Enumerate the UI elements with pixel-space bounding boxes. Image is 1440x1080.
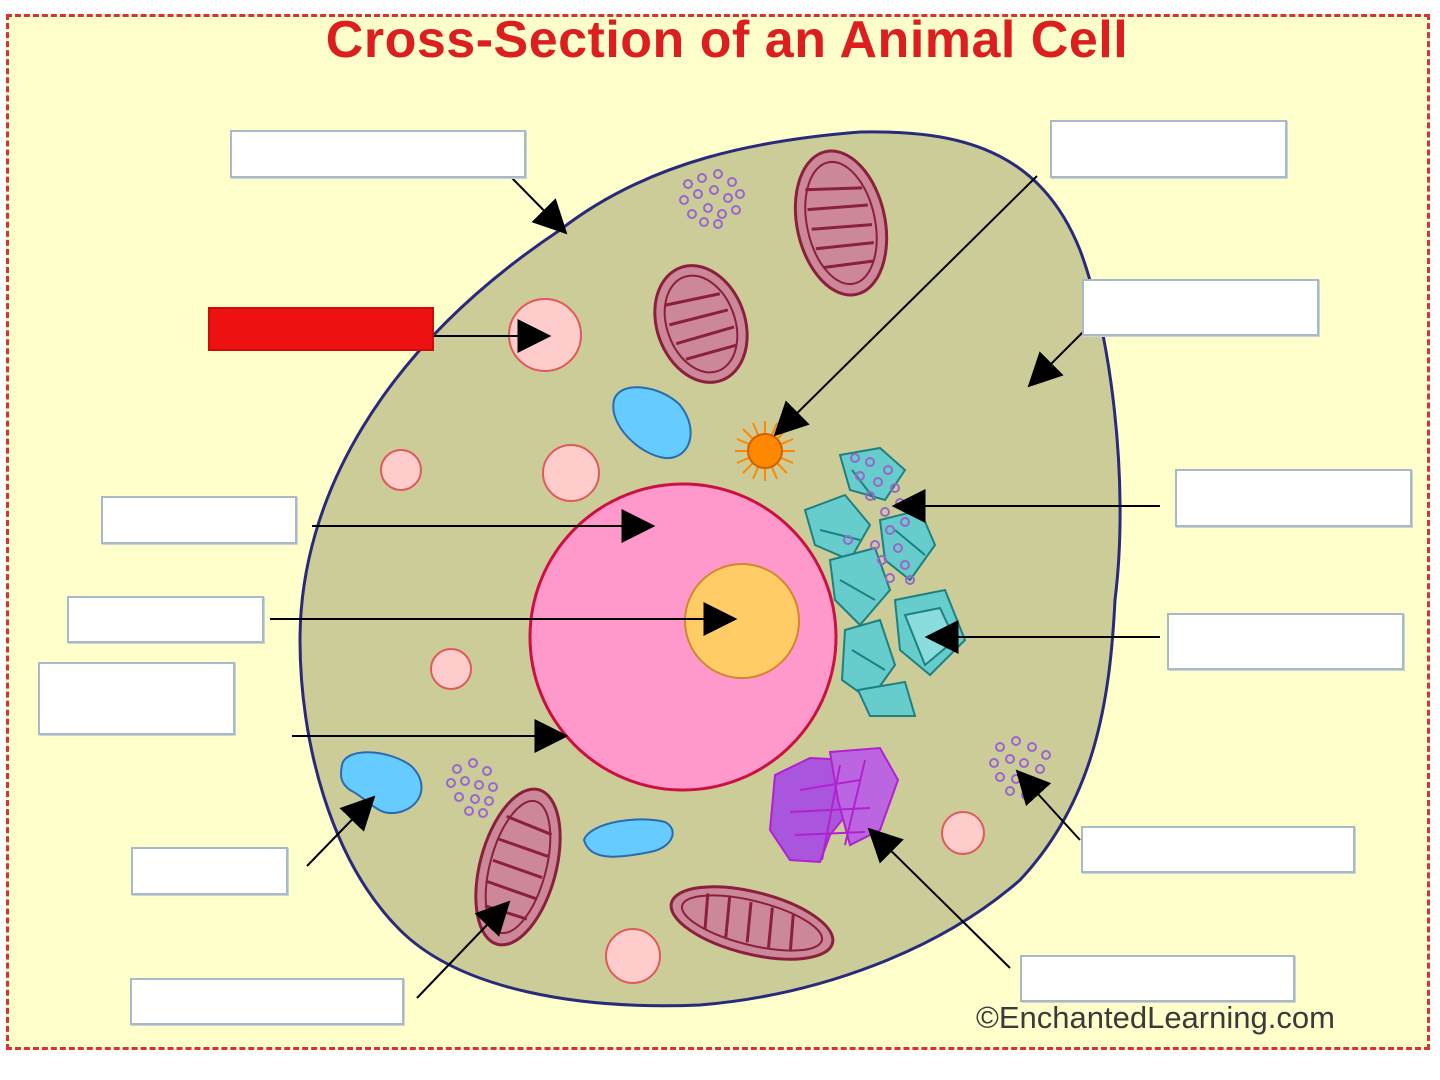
nucleolus	[684, 563, 800, 679]
mitochondrion	[669, 885, 835, 961]
copyright-notice: ©EnchantedLearning.com	[976, 1000, 1335, 1035]
ribosome-clusters	[446, 169, 1051, 818]
lysosome	[430, 648, 472, 690]
lysosome	[542, 444, 600, 502]
vacuole	[582, 818, 674, 858]
pointer-arrow	[1015, 769, 1081, 841]
label-box-bottom-left-lowest[interactable]	[130, 978, 404, 1025]
pointer-arrow	[509, 175, 568, 235]
label-box-left-middle[interactable]	[67, 596, 264, 643]
pointer-arrow	[773, 175, 1038, 437]
label-box-right-upper[interactable]	[1082, 279, 1319, 336]
mitochondrion	[653, 264, 749, 384]
golgi-apparatus	[768, 746, 900, 864]
nucleus	[528, 482, 838, 792]
pointer-arrow	[416, 900, 511, 999]
lysosome	[941, 811, 985, 855]
vacuoles	[340, 386, 692, 858]
label-box-right-lower[interactable]	[1167, 613, 1404, 670]
mitochondria	[474, 149, 889, 961]
ribosome-cluster	[446, 758, 498, 818]
pointer-arrow	[306, 795, 376, 867]
label-box-right-middle[interactable]	[1175, 469, 1412, 527]
pointer-arrow	[867, 827, 1011, 969]
vacuole	[340, 751, 423, 815]
label-box-bottom-right[interactable]	[1020, 955, 1295, 1002]
label-box-left-upper[interactable]	[101, 496, 297, 544]
label-box-bottom-left[interactable]	[131, 847, 288, 895]
pointer-arrow	[1027, 324, 1091, 388]
lysosome	[380, 449, 422, 491]
vacuole	[612, 386, 692, 460]
centrosome	[735, 421, 795, 481]
label-box-top-right[interactable]	[1050, 120, 1287, 178]
lysosome	[605, 928, 661, 984]
diagram-title: Cross-Section of an Animal Cell	[325, 11, 1129, 69]
label-box-red-highlight[interactable]	[208, 307, 434, 351]
ribosome-cluster	[679, 169, 745, 229]
mitochondrion	[793, 149, 889, 297]
pointer-arrows	[270, 175, 1160, 999]
label-box-left-lower[interactable]	[38, 662, 235, 735]
label-box-right-bottom[interactable]	[1081, 826, 1355, 873]
label-box-top-left[interactable]	[230, 130, 526, 178]
